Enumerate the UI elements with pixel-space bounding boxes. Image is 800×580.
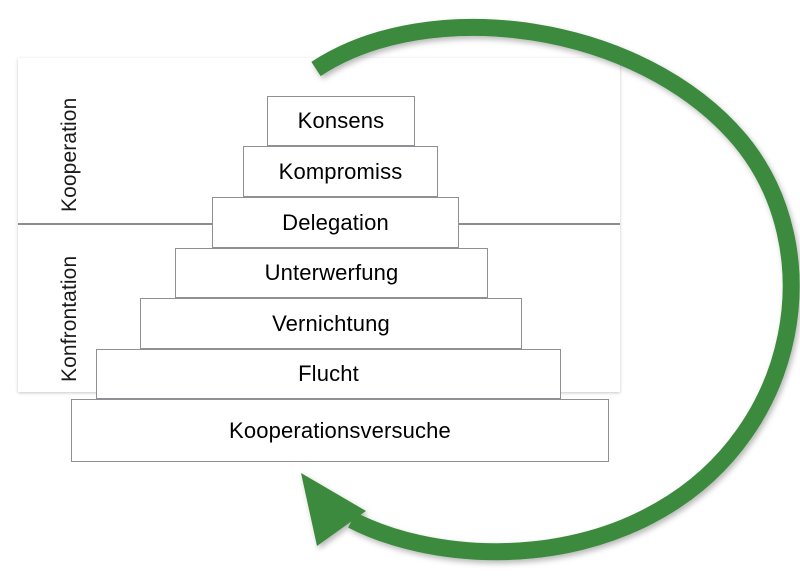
tier-konsens[interactable]: Konsens [267, 96, 415, 146]
band-label-konfrontation: Konfrontation [58, 255, 81, 382]
tier-unterwerfung[interactable]: Unterwerfung [175, 248, 488, 298]
cycle-arrow-head-icon [301, 473, 366, 546]
tier-delegation[interactable]: Delegation [212, 197, 459, 248]
band-label-kooperation: Kooperation [58, 97, 81, 212]
tier-kompromiss[interactable]: Kompromiss [243, 146, 438, 197]
tier-vernichtung[interactable]: Vernichtung [140, 298, 522, 349]
tier-flucht[interactable]: Flucht [96, 349, 561, 399]
tier-kooperationsversuche[interactable]: Kooperationsversuche [71, 399, 609, 462]
